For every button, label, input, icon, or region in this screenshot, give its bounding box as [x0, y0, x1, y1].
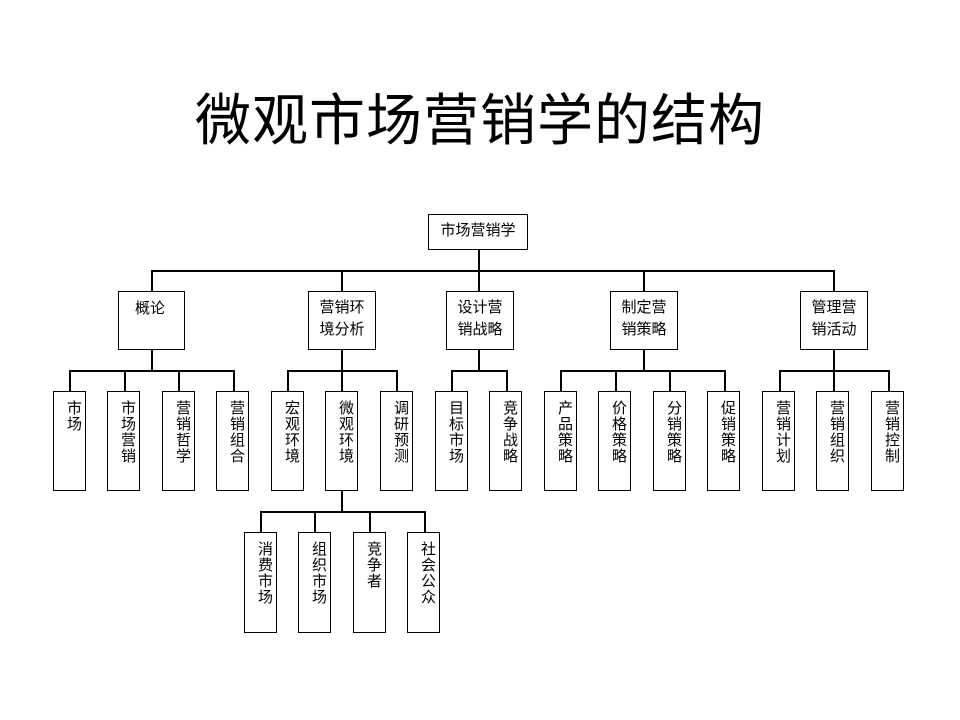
- connector: [314, 511, 316, 533]
- connector: [233, 370, 235, 392]
- node-overview-market: 市场: [53, 391, 86, 491]
- connector: [669, 370, 671, 392]
- connector: [341, 350, 343, 371]
- node-env-macro: 宏观环境: [271, 391, 304, 491]
- node-strategy-target: 目标市场: [435, 391, 468, 491]
- node-micro-public: 社会公众: [407, 532, 440, 633]
- node-management: 管理营销活动: [800, 291, 868, 350]
- connector: [643, 350, 645, 371]
- connector: [451, 370, 453, 392]
- connector: [151, 270, 153, 292]
- connector: [124, 370, 126, 392]
- connector: [615, 370, 617, 392]
- connector: [260, 511, 425, 513]
- node-env-research: 调研预测: [380, 391, 413, 491]
- node-root: 市场营销学: [428, 214, 528, 250]
- connector: [478, 270, 480, 292]
- connector: [643, 270, 645, 292]
- connector: [560, 370, 725, 372]
- connector: [478, 250, 480, 271]
- node-strategy-competition: 竞争战略: [489, 391, 522, 491]
- node-micro-consumer-market: 消费市场: [244, 532, 277, 633]
- connector: [396, 370, 398, 392]
- node-mgmt-organization: 营销组织: [816, 391, 849, 491]
- node-tactics-promotion: 促销策略: [707, 391, 740, 491]
- node-overview: 概论: [118, 291, 185, 350]
- page-title: 微观市场营销学的结构: [195, 89, 765, 154]
- node-tactics: 制定营销策略: [610, 291, 678, 350]
- node-mgmt-plan: 营销计划: [762, 391, 795, 491]
- node-overview-marketing: 市场营销: [107, 391, 140, 491]
- connector: [451, 370, 507, 372]
- connector: [506, 370, 508, 392]
- connector: [560, 370, 562, 392]
- connector: [424, 511, 426, 533]
- connector: [833, 370, 835, 392]
- node-micro-organization-market: 组织市场: [298, 532, 331, 633]
- node-env-micro: 微观环境: [325, 391, 358, 491]
- node-tactics-price: 价格策略: [598, 391, 631, 491]
- node-mgmt-control: 营销控制: [871, 391, 904, 491]
- node-environment: 营销环境分析: [308, 291, 376, 350]
- node-overview-philosophy: 营销哲学: [162, 391, 195, 491]
- node-overview-mix: 营销组合: [216, 391, 249, 491]
- node-micro-competitors: 竞争者: [353, 532, 386, 633]
- connector: [287, 370, 289, 392]
- connector: [151, 270, 834, 272]
- connector: [833, 350, 835, 371]
- connector: [369, 511, 371, 533]
- connector: [779, 370, 781, 392]
- connector: [341, 370, 343, 392]
- connector: [724, 370, 726, 392]
- connector: [833, 270, 835, 292]
- node-strategy: 设计营销战略: [446, 291, 514, 350]
- connector: [69, 370, 71, 392]
- connector: [151, 350, 153, 371]
- connector: [178, 370, 180, 392]
- connector: [341, 270, 343, 292]
- connector: [478, 350, 480, 371]
- connector: [260, 511, 262, 533]
- node-tactics-product: 产品策略: [544, 391, 577, 491]
- connector: [888, 370, 890, 392]
- connector: [69, 370, 234, 372]
- node-tactics-distribution: 分销策略: [653, 391, 686, 491]
- connector: [341, 491, 343, 512]
